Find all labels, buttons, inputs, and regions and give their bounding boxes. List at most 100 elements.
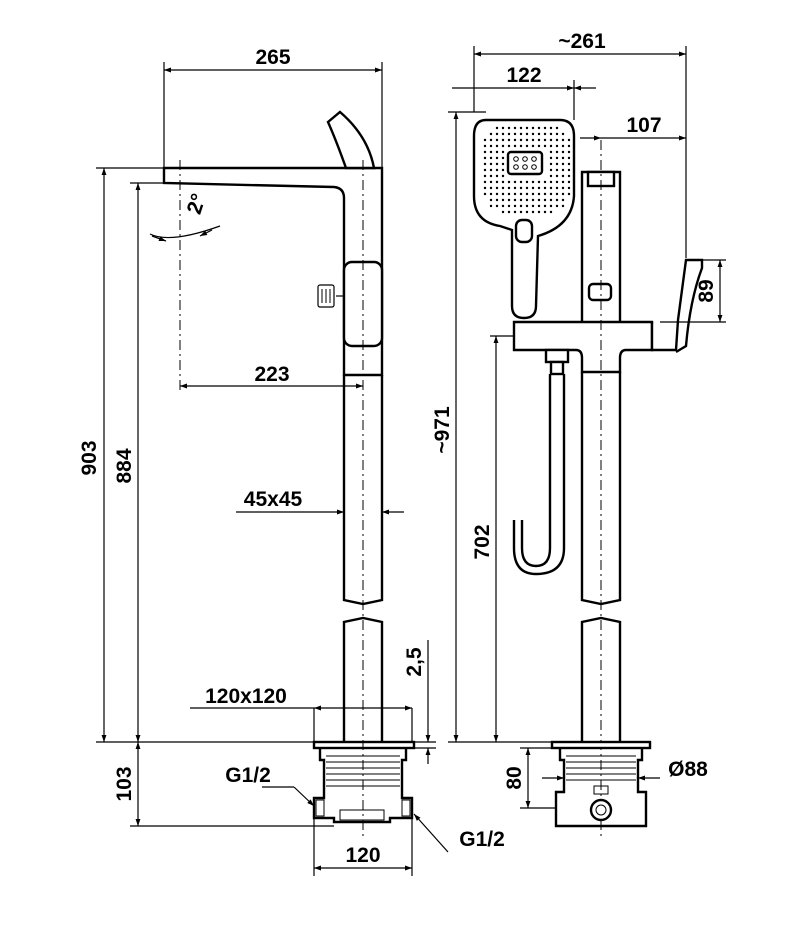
nozzle-dot (567, 156, 571, 160)
nozzle-dot (489, 162, 493, 166)
nozzle-dot (525, 138, 529, 142)
nozzle-dot (531, 126, 535, 130)
nozzle-dot (519, 180, 523, 184)
nozzle-dot (513, 204, 517, 208)
left-view: 265 2° 223 45x45 120x120 2,5 9 (78, 46, 505, 876)
nozzle-dot (561, 168, 565, 172)
spout-body (162, 166, 384, 377)
dim-spout-angle: 2° (183, 191, 211, 217)
nozzle-dot (561, 156, 565, 160)
nozzle-dot (549, 162, 553, 166)
nozzle-dot (495, 126, 499, 130)
nozzle-dot (531, 204, 535, 208)
nozzle-dot (489, 186, 493, 190)
nozzle-dot (555, 174, 559, 178)
nozzle-dot (495, 144, 499, 148)
right-rosette (550, 740, 652, 750)
nozzle-dot (483, 156, 487, 160)
nozzle-dot (567, 168, 571, 172)
rosette (312, 740, 416, 750)
dim-spout-height: 884 (113, 448, 136, 483)
nozzle-dot (501, 132, 505, 136)
right-column-lower (580, 616, 622, 742)
nozzle-dot (489, 174, 493, 178)
nozzle-dot (531, 180, 535, 184)
nozzle-dot (501, 186, 505, 190)
column-lower (342, 616, 384, 742)
nozzle-dot (543, 132, 547, 136)
nozzle-dot (549, 210, 553, 214)
side-outlet (317, 284, 344, 308)
nozzle-dot (549, 174, 553, 178)
nozzle-dot (549, 198, 553, 202)
nozzle-dot (567, 138, 571, 142)
nozzle-dot (501, 168, 505, 172)
nozzle-dot (531, 144, 535, 148)
dim-lever-offset: 107 (626, 114, 661, 137)
nozzle-dot (489, 138, 493, 142)
nozzle-dot (507, 132, 511, 136)
nozzle-dot (519, 126, 523, 130)
nozzle-dot (549, 150, 553, 154)
hand-shower (472, 118, 576, 320)
nozzle-dot (567, 180, 571, 184)
nozzle-dot (555, 180, 559, 184)
nozzle-dot (561, 144, 565, 148)
nozzle-dot (537, 210, 541, 214)
dim-box-depth: 103 (113, 766, 136, 801)
nozzle-dot (561, 150, 565, 154)
nozzle-dot (549, 132, 553, 136)
nozzle-dot (525, 192, 529, 196)
nozzle-dot (507, 144, 511, 148)
nozzle-dot (555, 150, 559, 154)
nozzle-dot (567, 162, 571, 166)
nozzle-dot (555, 144, 559, 148)
nozzle-dot (507, 180, 511, 184)
nozzle-dot (543, 210, 547, 214)
holder-knob (587, 282, 613, 302)
nozzle-dot (561, 198, 565, 202)
nozzle-dot (489, 198, 493, 202)
nozzle-dot (507, 138, 511, 142)
nozzle-dot (519, 138, 523, 142)
nozzle-dot (495, 204, 499, 208)
nozzle-dot (489, 180, 493, 184)
nozzle-dot (501, 210, 505, 214)
nozzle-dot (561, 162, 565, 166)
nozzle-dot (555, 138, 559, 142)
nozzle-dot (501, 162, 505, 166)
nozzle-dot (561, 132, 565, 136)
dim-lever-height: 89 (695, 279, 718, 302)
nozzle-dot (507, 210, 511, 214)
mixer-lever (650, 258, 704, 354)
nozzle-dot (537, 186, 541, 190)
nozzle-dot (519, 204, 523, 208)
nozzle-dot (543, 204, 547, 208)
nozzle-dot (525, 126, 529, 130)
nozzle-dot (549, 138, 553, 142)
nozzle-dot (525, 204, 529, 208)
nozzle-dot (561, 180, 565, 184)
dim-overall-height-right: ~971 (431, 406, 454, 454)
nozzle-dot (501, 180, 505, 184)
dim-cover-thickness: 2,5 (403, 647, 426, 677)
nozzle-dot (501, 204, 505, 208)
nozzle-dot (555, 198, 559, 202)
nozzle-dot (513, 180, 517, 184)
nozzle-dot (501, 150, 505, 154)
nozzle-dot (543, 186, 547, 190)
lever-handle (326, 110, 376, 170)
nozzle-dot (507, 192, 511, 196)
nozzle-dot (537, 144, 541, 148)
nozzle-dot (543, 198, 547, 202)
nozzle-dot (525, 132, 529, 136)
nozzle-dot (543, 138, 547, 142)
nozzle-dot (549, 192, 553, 196)
nozzle-dot (531, 186, 535, 190)
nozzle-dot (501, 144, 505, 148)
nozzle-dot (561, 174, 565, 178)
nozzle-dot (489, 168, 493, 172)
nozzle-dot (501, 156, 505, 160)
nozzle-dot (567, 144, 571, 148)
